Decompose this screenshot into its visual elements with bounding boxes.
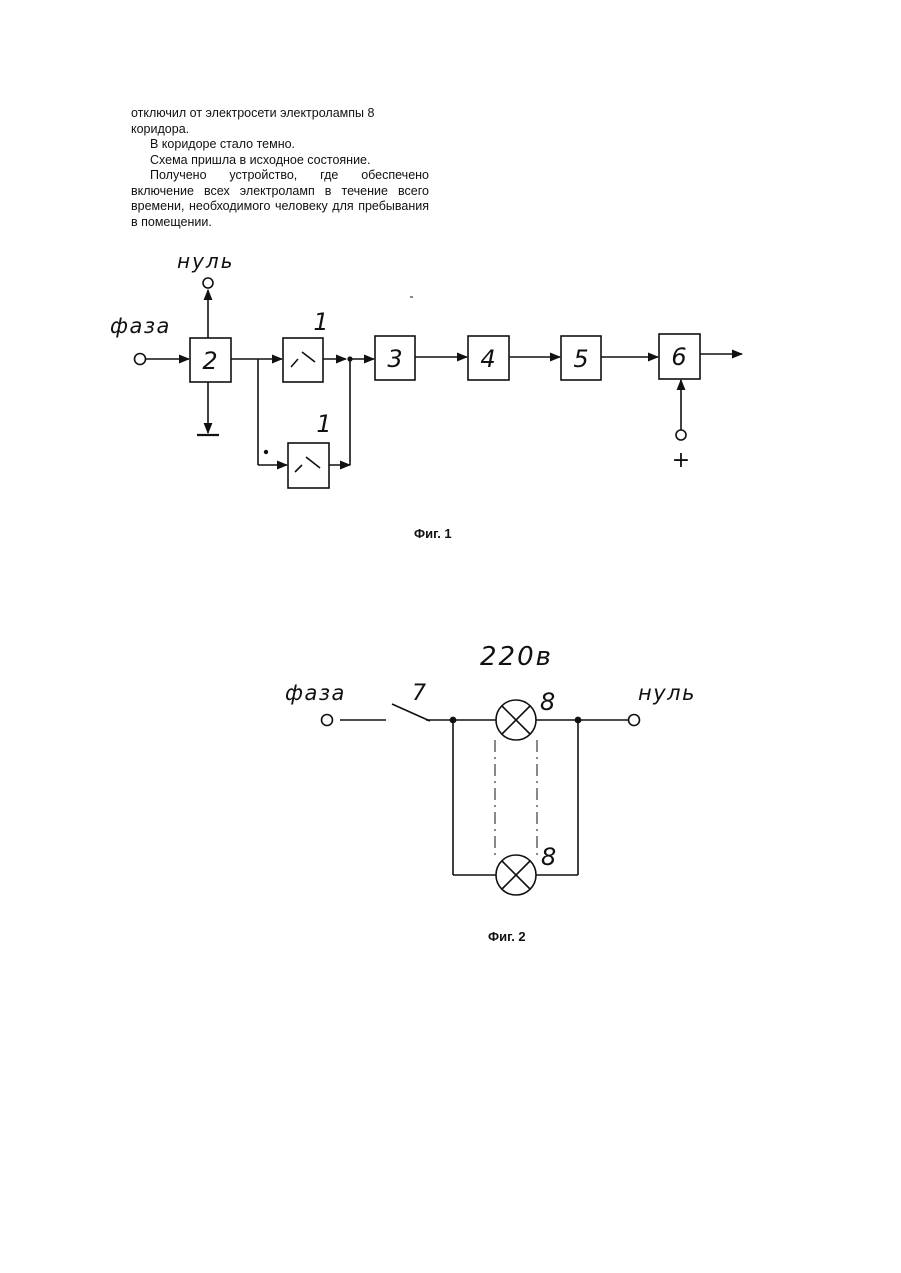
- switch-top-mark-b: [302, 352, 315, 362]
- switch-block-1-top: [283, 338, 323, 382]
- null-terminal: [203, 278, 213, 288]
- switch-7: [392, 704, 430, 721]
- figure-2-caption: Фиг. 2: [488, 929, 526, 944]
- label-lamp-bottom: 8: [541, 843, 556, 871]
- null-terminal-fig2: [629, 715, 640, 726]
- label-voltage: 220в: [480, 642, 553, 672]
- switch-block-1-bottom: [288, 443, 329, 488]
- speck: [265, 451, 268, 454]
- block-1-bottom-label: 1: [316, 410, 331, 438]
- phase-terminal-fig2: [322, 715, 333, 726]
- block-4-label: 4: [480, 345, 495, 373]
- switch-top-mark-a: [291, 359, 298, 367]
- label-phase-fig2: фаза: [285, 681, 346, 705]
- label-null-fig1: нуль: [177, 249, 234, 273]
- block-5-label: 5: [573, 345, 588, 373]
- block-6-label: 6: [671, 343, 686, 371]
- plus-terminal: [676, 430, 686, 440]
- label-lamp-top: 8: [540, 688, 555, 716]
- label-switch-7: 7: [412, 681, 426, 706]
- block-1-top-label: 1: [313, 308, 328, 336]
- switch-bottom-mark-a: [295, 465, 302, 472]
- phase-terminal: [135, 354, 146, 365]
- block-3-label: 3: [387, 345, 402, 373]
- figure-2-diagram: [322, 700, 640, 895]
- label-null-fig2: нуль: [638, 681, 696, 705]
- label-plus: +: [672, 448, 690, 473]
- block-2-label: 2: [202, 347, 217, 375]
- label-phase-fig1: фаза: [110, 314, 171, 338]
- figure-1-caption: Фиг. 1: [414, 526, 452, 541]
- figure-1-diagram: [135, 278, 743, 488]
- switch-bottom-mark-b: [306, 457, 320, 468]
